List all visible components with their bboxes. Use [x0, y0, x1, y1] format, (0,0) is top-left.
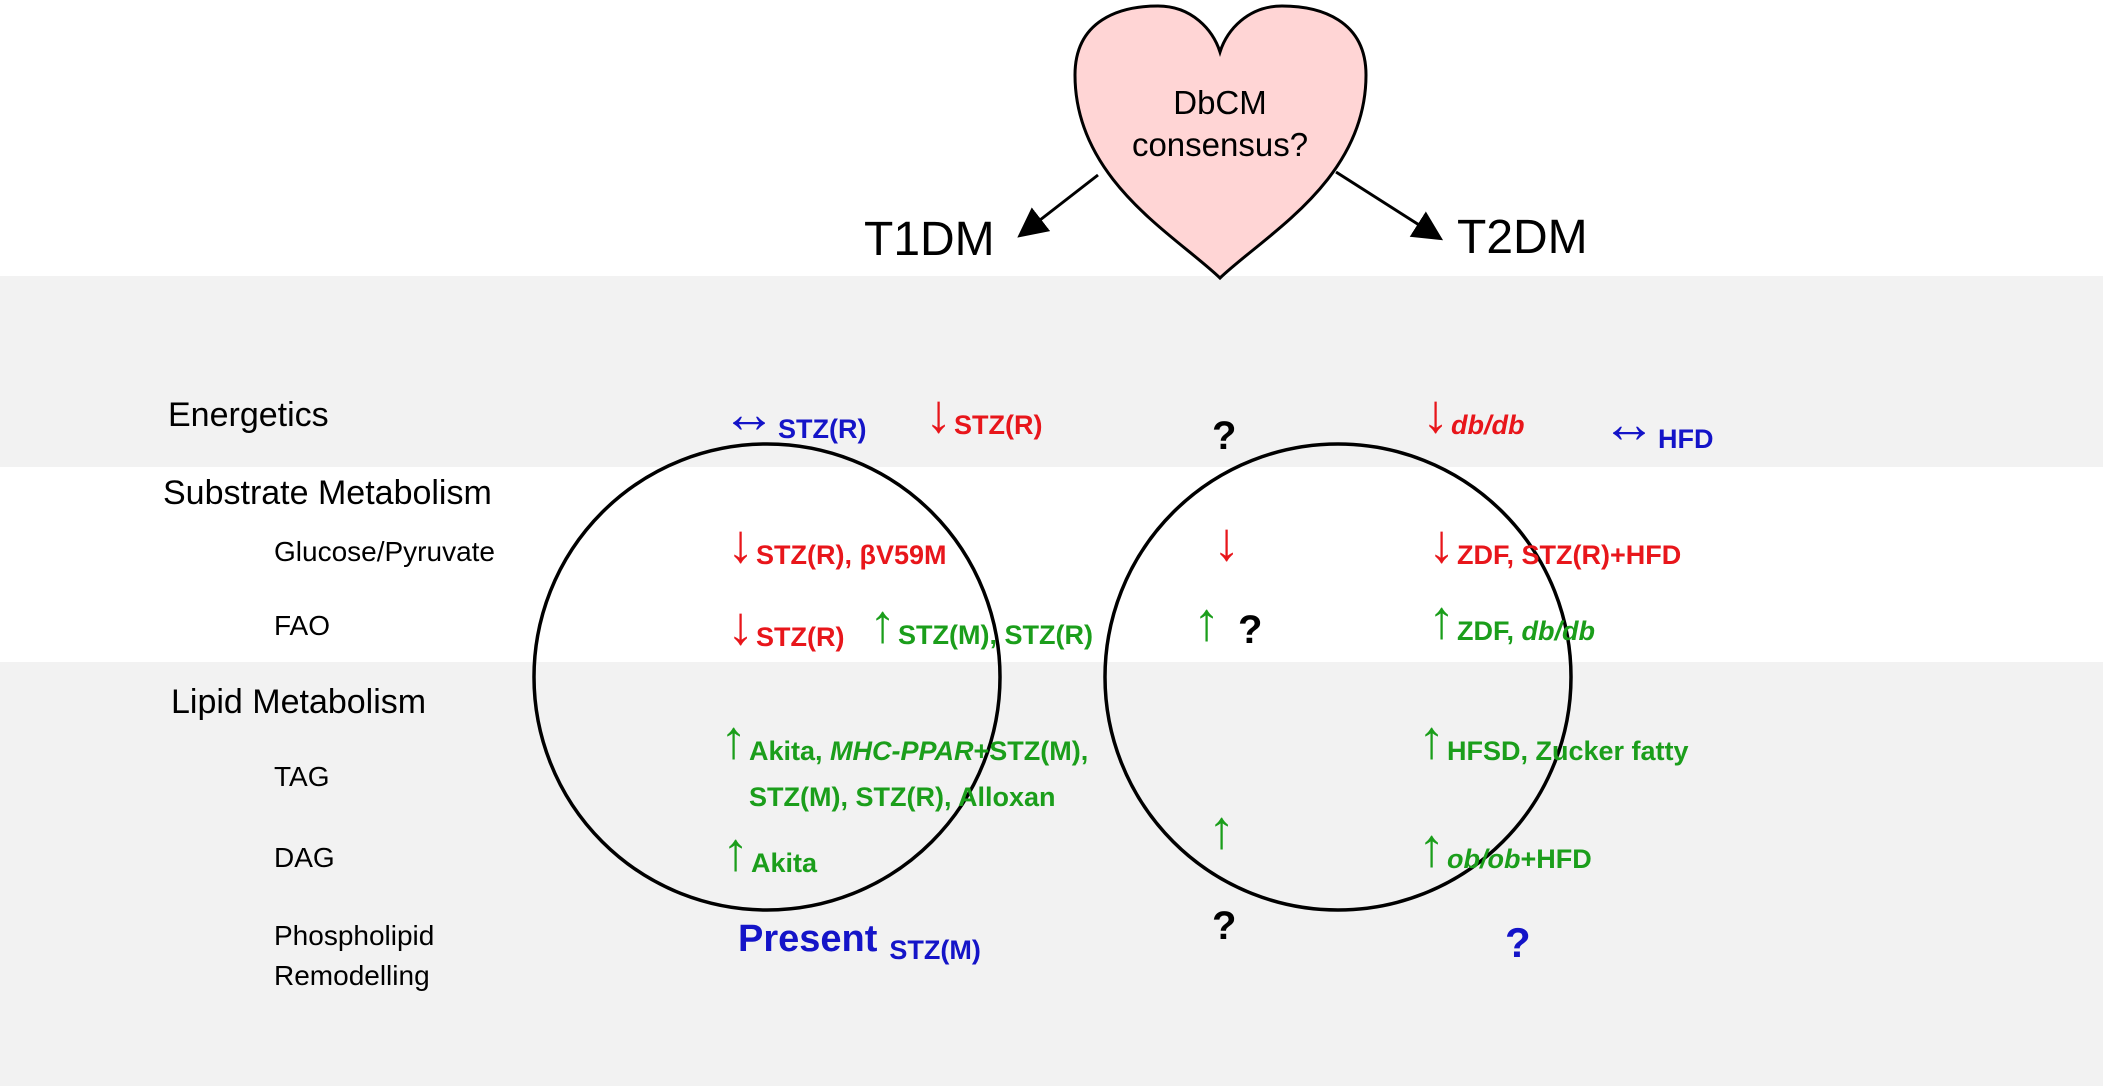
up-arrow-icon: ↑: [722, 822, 749, 882]
t1dm-dag-increase: ↑ Akita: [722, 822, 818, 882]
up-arrow-icon: ↑: [1428, 590, 1455, 650]
row-label-glucose: Glucose/Pyruvate: [274, 536, 495, 567]
t1dm-energetics-unchanged: ↔ STZ(R): [722, 384, 867, 444]
down-arrow-icon: ↓: [925, 384, 952, 444]
t1dm-title: T1DM: [864, 213, 995, 266]
down-arrow-icon: ↓: [1428, 514, 1455, 574]
overlap-fao-increase: ↑: [1193, 592, 1222, 652]
up-arrow-icon: ↑: [1208, 800, 1235, 860]
t1dm-phospholipid-present: Present STZ(M): [738, 918, 981, 965]
up-arrow-icon: ↑: [1418, 818, 1445, 878]
overlap-glucose-decrease: ↓: [1213, 512, 1242, 572]
arrow-to-t2dm: [1335, 170, 1444, 241]
t2dm-energetics-unchanged: ↔ HFD: [1602, 394, 1714, 454]
heart-shape: [1073, 4, 1368, 281]
t1dm-fao-increase: ↑ STZ(M), STZ(R): [869, 594, 1093, 654]
up-arrow-icon: ↑: [1418, 710, 1445, 770]
t2dm-fao-increase: ↑ ZDF, db/db: [1428, 590, 1595, 650]
band-energetics-fao: [0, 276, 2103, 467]
t2dm-phospholipid-question: ?: [1505, 919, 1531, 966]
row-label-remodelling: Remodelling: [274, 960, 430, 991]
t1dm-fao-decrease: ↓ STZ(R): [727, 596, 845, 656]
heart-label: DbCM consensus?: [1105, 82, 1335, 166]
t2dm-title: T2DM: [1457, 211, 1588, 264]
t2dm-tag-increase: ↑ HFSD, Zucker fatty: [1418, 710, 1689, 770]
row-label-phospholipid: Phospholipid: [274, 920, 435, 951]
t2dm-glucose-decrease: ↓ ZDF, STZ(R)+HFD: [1428, 514, 1682, 574]
overlap-fao-question: ?: [1238, 608, 1263, 652]
down-arrow-icon: ↓: [1213, 512, 1240, 572]
heart-line2: consensus?: [1131, 126, 1309, 164]
up-arrow-icon: ↑: [1193, 592, 1220, 652]
heart-line1: DbCM: [1173, 84, 1267, 121]
t1dm-energetics-decrease: ↓ STZ(R): [925, 384, 1043, 444]
overlap-energetics-question: ?: [1212, 414, 1237, 458]
up-arrow-icon: ↑: [720, 710, 747, 770]
overlap-lipid-increase: ↑: [1208, 800, 1237, 860]
row-label-dag: DAG: [274, 842, 335, 873]
band-lipid-metabolism: [0, 662, 2103, 1086]
both-arrow-icon: ↔: [1602, 394, 1656, 454]
t2dm-circle: [1103, 442, 1573, 912]
t1dm-tag-line2: STZ(M), STZ(R), Alloxan: [749, 782, 1056, 812]
both-arrow-icon: ↔: [722, 384, 776, 444]
t1dm-tag-increase: ↑ Akita, MHC-PPAR+STZ(M),: [720, 710, 1089, 770]
row-label-lipid: Lipid Metabolism: [171, 683, 427, 721]
row-label-energetics: Energetics: [168, 396, 329, 434]
t2dm-energetics-decrease: ↓ db/db: [1422, 384, 1525, 444]
row-label-substrate: Substrate Metabolism: [163, 474, 492, 512]
down-arrow-icon: ↓: [727, 514, 754, 574]
row-label-tag: TAG: [274, 761, 330, 792]
t2dm-dag-increase: ↑ ob/ob+HFD: [1418, 818, 1592, 878]
up-arrow-icon: ↑: [869, 594, 896, 654]
arrow-to-t1dm: [1017, 173, 1099, 238]
t1dm-circle: [532, 442, 1002, 912]
t1dm-glucose-decrease: ↓ STZ(R), βV59M: [727, 514, 947, 574]
overlap-phospholipid-question: ?: [1212, 904, 1237, 948]
down-arrow-icon: ↓: [1422, 384, 1449, 444]
row-label-fao: FAO: [274, 610, 331, 641]
down-arrow-icon: ↓: [727, 596, 754, 656]
